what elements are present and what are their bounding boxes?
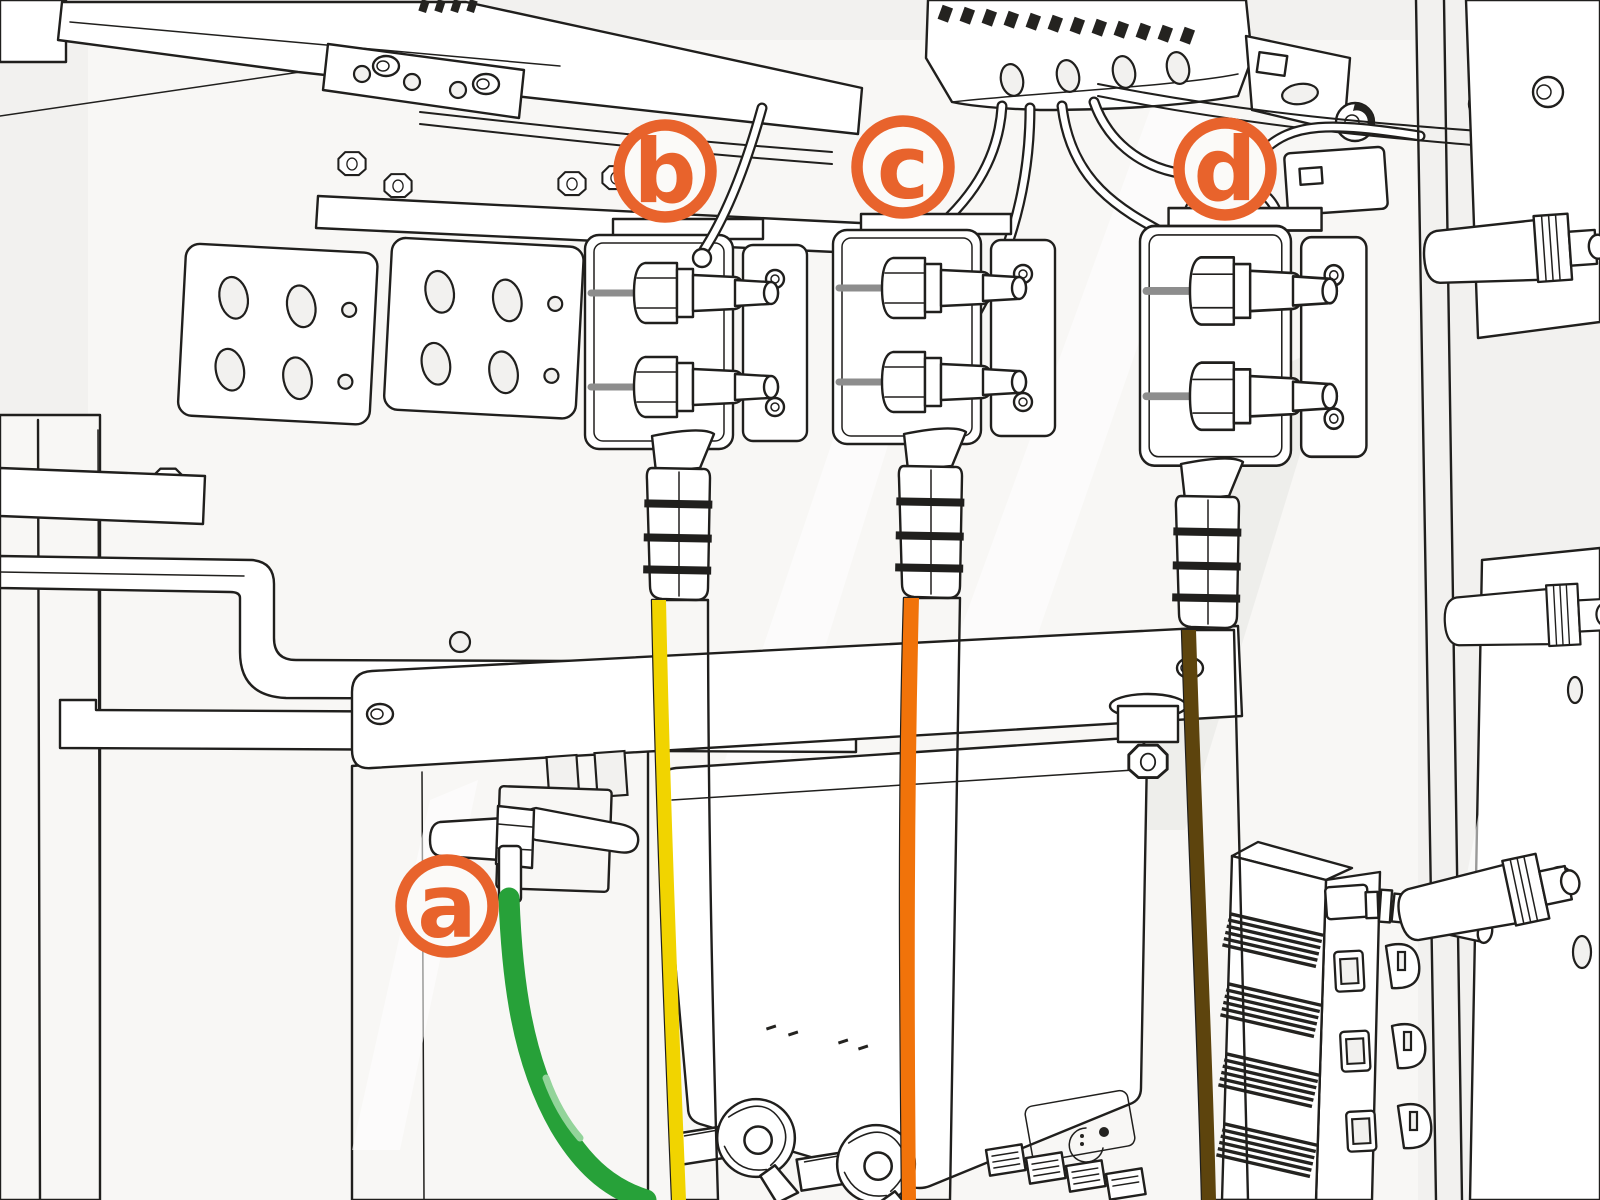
heatsink-fins [1216, 912, 1324, 1179]
bolt-head [371, 54, 401, 78]
bolt-head [365, 702, 395, 726]
ground-cable [498, 887, 657, 1200]
cable-b [650, 598, 720, 1200]
callout-a-label: a [417, 855, 476, 958]
wall-band [350, 624, 1244, 770]
crimp-lug-c [893, 427, 968, 600]
callout-b-label: b [634, 120, 697, 223]
bolt-head [471, 72, 501, 96]
callout-a: a [395, 854, 499, 958]
cable-c-edge [900, 598, 919, 1200]
ground-cable-highlight [542, 1074, 584, 1142]
callout-b: b [613, 119, 717, 223]
hex-nut [557, 171, 587, 197]
top-terminal-device [924, 0, 1352, 134]
logo-mark [1068, 1127, 1109, 1163]
ground-cable-body [498, 887, 657, 1200]
comms-module [1216, 840, 1587, 1200]
callout-c: c [851, 115, 955, 219]
mounting-plates [176, 236, 585, 426]
mount-ears [1384, 942, 1433, 1150]
terminal-block-c [833, 214, 1055, 444]
hole [448, 630, 472, 654]
crimp-lug-b [641, 429, 716, 602]
product-label [1024, 1089, 1136, 1163]
terminal-block-d [1140, 208, 1366, 466]
top-busbar-beam [0, 0, 864, 199]
hex-nut [383, 173, 413, 199]
callout-d: d [1173, 117, 1277, 221]
rj45-port [1332, 949, 1366, 993]
bottom-connectors [984, 1143, 1147, 1200]
crimp-lug-d [1170, 457, 1245, 630]
cable-c [898, 596, 962, 1200]
terminal-d-pedestal [1108, 692, 1188, 780]
wire-bracket [1283, 145, 1389, 217]
sense-wire-b [691, 102, 768, 269]
callout-d-label: d [1194, 118, 1257, 221]
callouts: a b c d [395, 115, 1277, 958]
rj45-port [1344, 1109, 1378, 1153]
ground-stud-shaft [428, 816, 506, 862]
cable-b-edge [652, 600, 686, 1200]
grounding-point [428, 785, 640, 904]
cables [498, 596, 1250, 1200]
right-upper-panel [1464, 0, 1600, 340]
callout-c-label: c [877, 116, 929, 219]
device-vent-hatch [937, 4, 1196, 45]
rj45-port [1338, 1029, 1372, 1073]
reflection-streak [935, 65, 1235, 700]
cable-d-edge [1182, 630, 1216, 1200]
hex-nut [337, 151, 367, 177]
busbar-stub [0, 466, 207, 526]
cable-d [1180, 628, 1250, 1200]
vent-hatch [418, 0, 478, 13]
